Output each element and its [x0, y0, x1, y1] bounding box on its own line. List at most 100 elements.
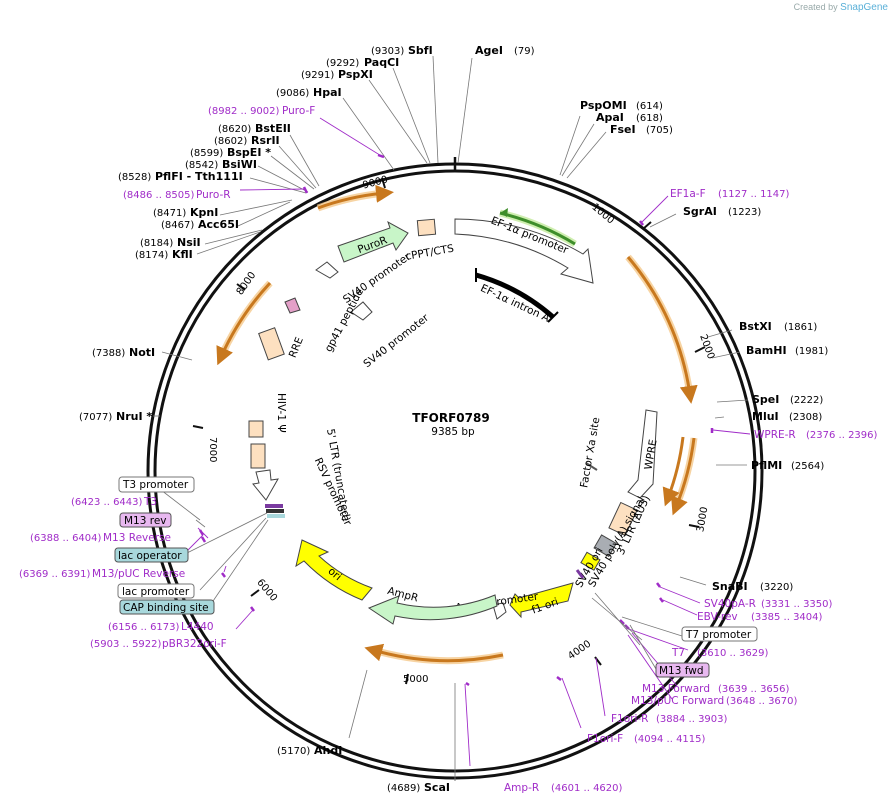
rre-label: RRE [287, 336, 306, 360]
enzyme-pos-ahdi: (5170) [277, 746, 310, 757]
tick-3000: 3000 [695, 506, 710, 533]
tick-4000: 4000 [566, 639, 593, 663]
snapgene-credit: Created by SnapGene [794, 2, 888, 13]
enzyme-leaders [153, 55, 749, 780]
enzyme-pflmi: PflMI [751, 459, 782, 472]
primer-pos-wpre-r: (2376 .. 2396) [806, 430, 878, 441]
orf-arc-4 [317, 184, 394, 210]
enzyme-snabi: SnaBI [712, 580, 748, 593]
t7-promoter-box [681, 626, 758, 642]
factorxa-mark [585, 462, 598, 471]
sv40-promoter-1-arrow [315, 261, 339, 279]
enzyme-apai: ApaI [596, 111, 624, 124]
primer-m13-forward: M13 Forward [642, 683, 710, 695]
enzyme-pos-pspomi: (614) [636, 101, 663, 112]
m13-rev-box [119, 512, 172, 528]
primer-pos-t7: (3610 .. 3629) [697, 648, 769, 659]
enzyme-nrui: NruI * [116, 410, 152, 423]
tick-7000: 7000 [207, 437, 218, 462]
enzyme-pos-pflmi: (2564) [791, 461, 824, 472]
plasmid-name: TFORF0789 [412, 411, 489, 425]
enzyme-noti: NotI [129, 346, 155, 359]
rre-box [258, 327, 285, 361]
cppt-box [416, 218, 437, 237]
enzyme-bspei: BspEI * [227, 146, 271, 159]
enzyme-bsiwi: BsiWI [222, 158, 257, 171]
m13-fwd-box [655, 662, 710, 678]
intron-bar [475, 272, 555, 319]
credit-prefix: Created by [793, 2, 838, 12]
t3-promoter-label: T3 promoter [122, 479, 189, 491]
primer-pbr322ori-f: pBR322ori-F [162, 638, 227, 650]
primer-pos-l4440: (6156 .. 6173) [108, 622, 180, 633]
credit-brand: SnapGene [840, 2, 888, 13]
ampr-arrow [367, 594, 498, 625]
wpre-arrow [627, 409, 658, 499]
ltr5-box [250, 443, 266, 469]
enzyme-kpni: KpnI [190, 206, 218, 219]
primer-pos-m13puc-forward: (3648 .. 3670) [726, 696, 798, 707]
primer-amp-r: Amp-R [504, 782, 539, 794]
enzyme-pos-kpni: (8471) [153, 208, 186, 219]
ltr3-box [608, 501, 638, 537]
enzyme-bsteii: BstEII [255, 122, 291, 135]
enzyme-pos-kfli: (8174) [135, 250, 168, 261]
primer-leaders [183, 117, 751, 767]
enzyme-pos-acc65i: (8467) [161, 220, 194, 231]
cap-binding-label: CAP binding site [123, 602, 209, 614]
sv40-ori-box [580, 551, 601, 571]
enzyme-pspxi: PspXI [338, 68, 373, 81]
enzyme-pos-paqci: (9292) [326, 58, 359, 69]
primer-pos-f1ori-f: (4094 .. 4115) [634, 734, 706, 745]
primer-m13-reverse: M13 Reverse [103, 532, 171, 544]
orf-arc-1 [626, 256, 698, 404]
primer-ebv-rev: EBV-rev [697, 611, 738, 623]
enzyme-fsei: FseI [610, 123, 636, 136]
gp41-box [284, 297, 301, 314]
enzyme-bamhi: BamHI [746, 344, 787, 357]
psi-box [248, 420, 264, 438]
feature-boxes [114, 476, 758, 678]
enzyme-sbfi: SbfI [408, 44, 433, 57]
primer-ef1a-f: EF1a-F [670, 188, 706, 200]
enzyme-pos-nsii: (8184) [140, 238, 173, 249]
enzyme-pos-apai: (618) [636, 113, 663, 124]
enzyme-pos-pspxi: (9291) [301, 70, 334, 81]
primer-pos-ebv-rev: (3385 .. 3404) [751, 612, 823, 623]
enzyme-nsii: NsiI [177, 236, 201, 249]
primer-m13puc-forward: M13/pUC Forward [631, 695, 724, 707]
primer-wpre-r: WPRE-R [754, 429, 796, 441]
enzyme-pos-bsteii: (8620) [218, 124, 251, 135]
tick-8000: 8000 [235, 270, 259, 297]
m13-fwd-label: M13 fwd [659, 665, 704, 677]
rsv-promoter-arrow [252, 469, 279, 501]
primer-m13puc-reverse: M13/pUC Reverse [92, 568, 185, 580]
primer-t7: T7 [671, 647, 685, 659]
primer-sv40pa-r: SV40pA-R [704, 598, 756, 610]
tick-1000: 1000 [589, 202, 616, 227]
sv40-polya-box [593, 534, 617, 558]
primer-t3: T3 [143, 496, 157, 508]
enzyme-agei: AgeI [475, 44, 503, 57]
t3-promoter-box [118, 476, 195, 493]
enzyme-pos-hpai: (9086) [276, 88, 309, 99]
factorxa-label: Factor Xa site [578, 416, 602, 488]
primer-pos-m13puc-reverse: (6369 .. 6391) [19, 569, 91, 580]
enzyme-pos-snabi: (3220) [760, 582, 793, 593]
enzyme-pos-bsiwi: (8542) [185, 160, 218, 171]
enzyme-pos-rsrii: (8602) [214, 136, 247, 147]
tick-2000: 2000 [697, 333, 716, 361]
primer-f1ori-f: F1ori-F [587, 733, 623, 745]
primer-f1ori-r: F1ori-R [611, 713, 648, 725]
m13-rev-label: M13 rev [124, 515, 167, 527]
enzyme-scai: ScaI [424, 781, 450, 794]
enzyme-pos-bamhi: (1981) [795, 346, 828, 357]
enzyme-pos-noti: (7388) [92, 348, 125, 359]
lac-promoter-box [117, 583, 195, 599]
enzyme-pos-scai: (4689) [387, 783, 420, 794]
primer-puro-r: Puro-R [196, 189, 231, 201]
primer-labels: (8982 .. 9002) Puro-F (8486 .. 8505) Pur… [19, 105, 878, 794]
primer-pos-ef1a-f: (1127 .. 1147) [718, 189, 790, 200]
ampr-promoter-arrow [492, 602, 507, 620]
